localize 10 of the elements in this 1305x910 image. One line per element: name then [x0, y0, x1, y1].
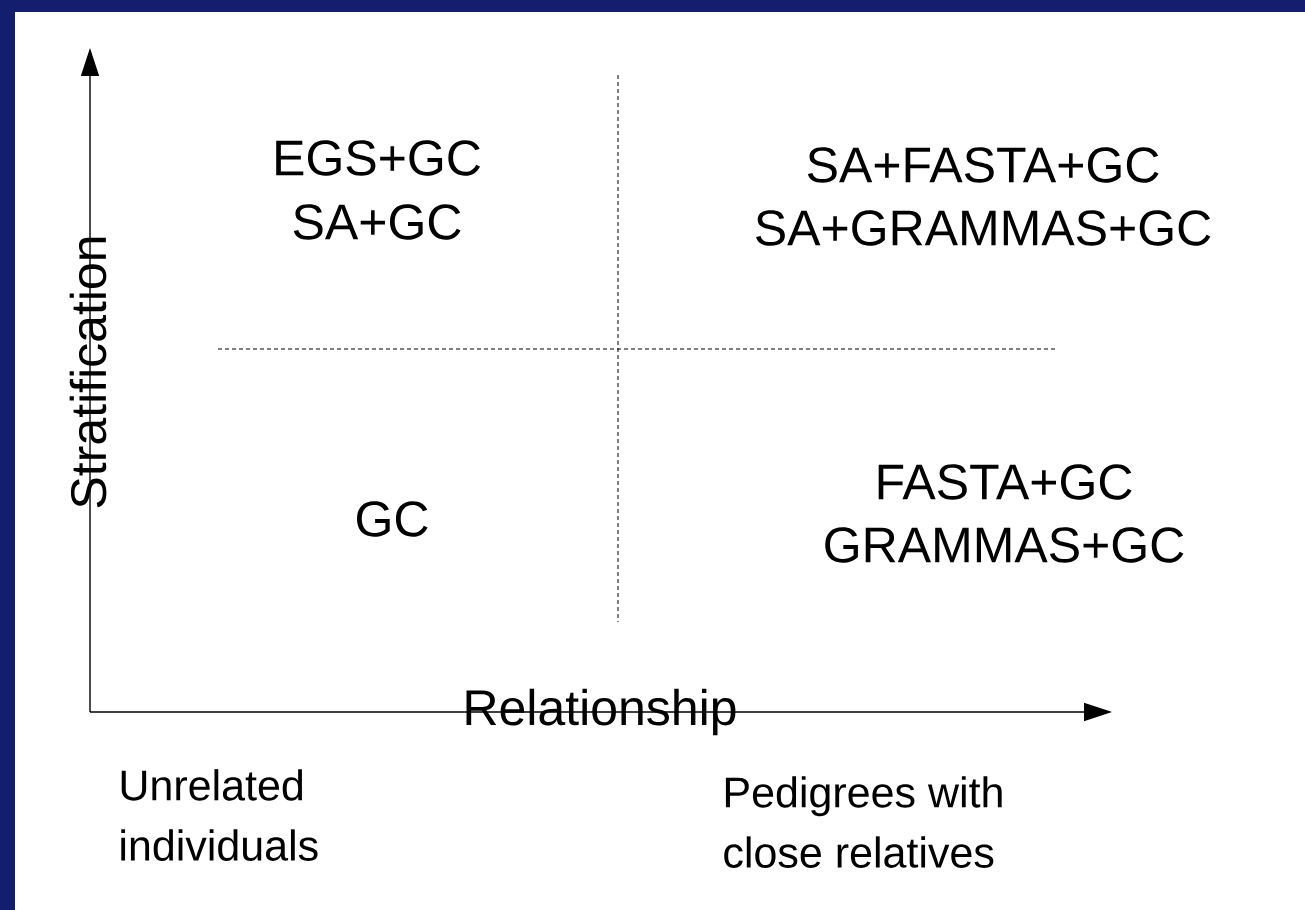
quadrant-label: SA+FASTA+GC [807, 147, 1159, 183]
axis-label: Stratification [69, 237, 107, 508]
quadrant-label: EGS+GC [276, 140, 480, 176]
quadrant-label: GRAMMAS+GC [825, 527, 1184, 563]
quadrant-label: FASTA+GC [878, 464, 1132, 500]
quadrant-label: SA+GC [293, 204, 461, 240]
quadrant-label: GC [357, 501, 428, 537]
quadrant-label: SA+GRAMMAS+GC [756, 210, 1211, 246]
axis-end-label: Pedigrees with close relatives [724, 776, 1002, 868]
axis-end-label: Unrelated individuals [121, 769, 318, 861]
